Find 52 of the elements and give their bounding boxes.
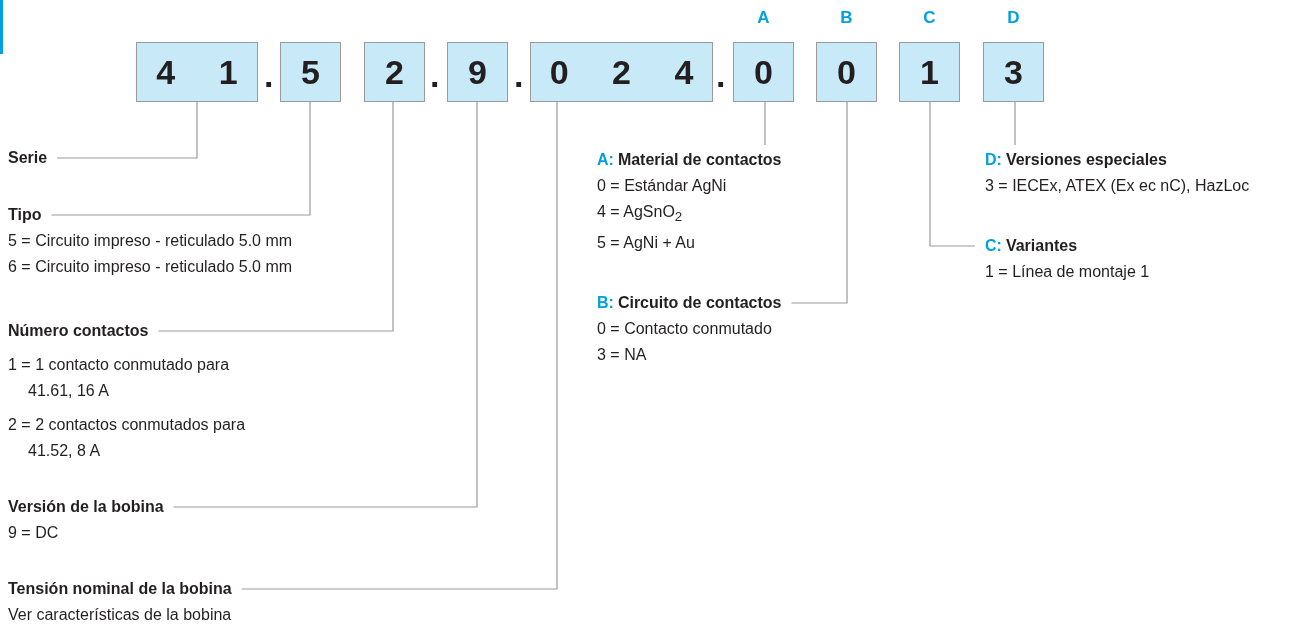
option-text: 1 = 1 contacto conmutado para 41.61, 16 A xyxy=(8,356,230,399)
heading: Serie xyxy=(8,148,48,168)
option-text: 5 = Circuito impreso - reticulado 5.0 mm xyxy=(8,232,293,249)
option-text: 4 = AgSnO$_{2}$ xyxy=(597,203,683,220)
leader-line xyxy=(157,101,394,332)
code-box: 9 xyxy=(447,42,508,102)
leader-line xyxy=(173,101,478,508)
code-letter: D: xyxy=(985,150,1002,170)
option-text: 0 = Contacto conmutado xyxy=(597,320,772,337)
code-box: 0 xyxy=(733,42,794,102)
code-box: 0 2 4 xyxy=(530,42,713,102)
heading: Material de contactos xyxy=(617,150,782,170)
separator-dot: . xyxy=(514,56,524,95)
code-box: 2 xyxy=(364,42,425,102)
code-letter: D xyxy=(1006,8,1021,28)
option-text: 2 = 2 contactos conmutados para 41.52, 8 A xyxy=(8,416,246,459)
leader-line xyxy=(56,101,198,159)
option-text: Ver características de la bobina xyxy=(8,606,232,623)
heading: Versión de la bobina xyxy=(8,497,164,517)
heading: Tipo xyxy=(8,205,42,225)
separator-dot: . xyxy=(716,56,726,95)
option-text: 0 = Estándar AgNi xyxy=(597,177,727,194)
leader-line xyxy=(1014,101,1016,146)
option-text: 6 = Circuito impreso - reticulado 5.0 mm xyxy=(8,258,293,275)
code-box: 3 xyxy=(983,42,1044,102)
option-text: 1 = Línea de montaje 1 xyxy=(985,263,1150,280)
code-box: 1 xyxy=(899,42,960,102)
code-box: 5 xyxy=(280,42,341,102)
code-box: 0 xyxy=(816,42,877,102)
separator-dot: . xyxy=(430,56,440,95)
option-text: 5 = AgNi + Au xyxy=(597,234,695,252)
code-letter: A xyxy=(756,8,771,28)
option-text: 3 = IECEx, ATEX (Ex ec nC), HazLoc xyxy=(985,177,1250,194)
code-letter: A: xyxy=(597,150,614,170)
option-text: 9 = DC xyxy=(8,524,59,541)
heading: Tensión nominal de la bobina xyxy=(8,579,232,599)
heading: Circuito de contactos xyxy=(617,293,782,313)
leader-line xyxy=(241,101,558,590)
code-letter: C xyxy=(922,8,937,28)
heading: Versiones especiales xyxy=(1005,150,1167,170)
leader-line xyxy=(50,101,311,216)
heading: Número contactos xyxy=(8,321,149,341)
option-text: 3 = NA xyxy=(597,346,647,363)
code-letter: C: xyxy=(985,236,1002,256)
leader-line xyxy=(790,101,848,304)
leader-line xyxy=(929,101,976,247)
heading: Variantes xyxy=(1005,236,1078,256)
code-letter: B: xyxy=(597,293,614,313)
leader-line xyxy=(764,101,766,146)
code-letter: B xyxy=(839,8,854,28)
separator-dot: . xyxy=(264,56,274,95)
code-box: 4 1 xyxy=(136,42,258,102)
